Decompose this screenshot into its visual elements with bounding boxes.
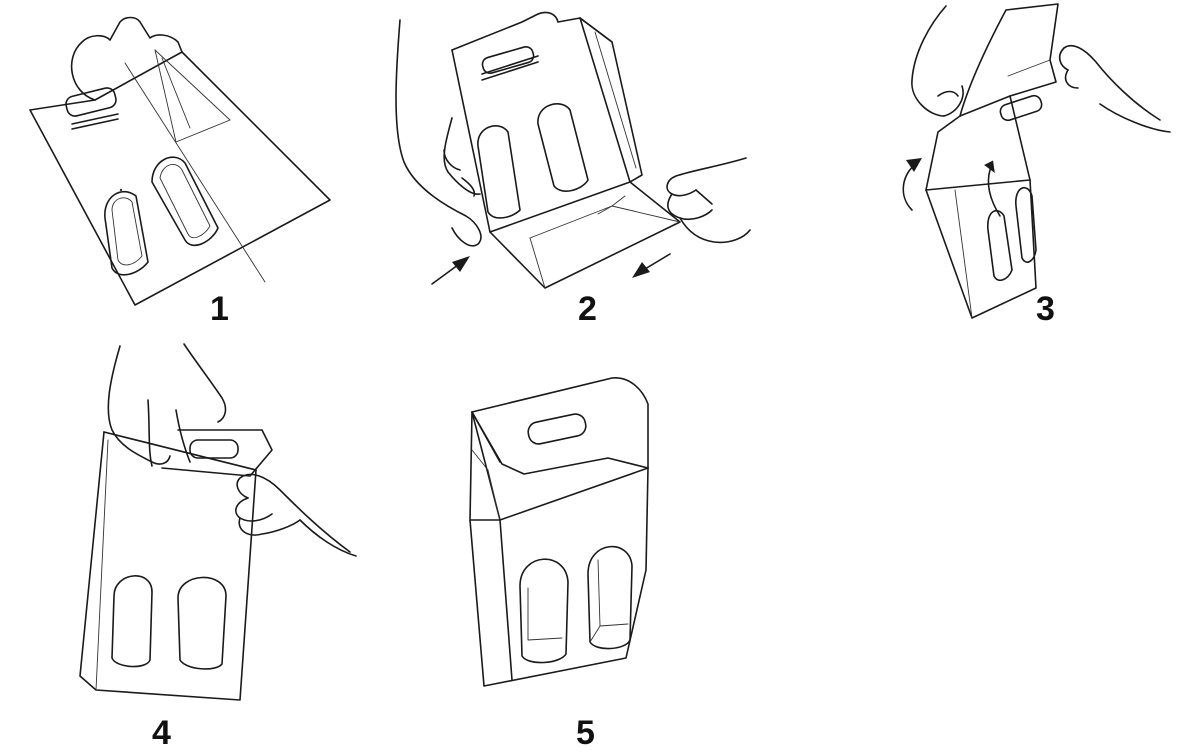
step-5-finished-box-illustration: [469, 377, 649, 687]
step-2-number: 2: [578, 290, 597, 328]
step-4-closing-handle-illustration: [79, 343, 357, 701]
step-1-number: 1: [210, 290, 229, 328]
step-3-number: 3: [1036, 290, 1055, 328]
step-3-folding-top-illustration: [902, 3, 1171, 319]
step-4-number: 4: [152, 714, 171, 752]
step-2-opening-box-illustration: [395, 11, 751, 289]
step-1-flat-blank-illustration: [29, 16, 331, 306]
step-5-number: 5: [576, 714, 595, 752]
